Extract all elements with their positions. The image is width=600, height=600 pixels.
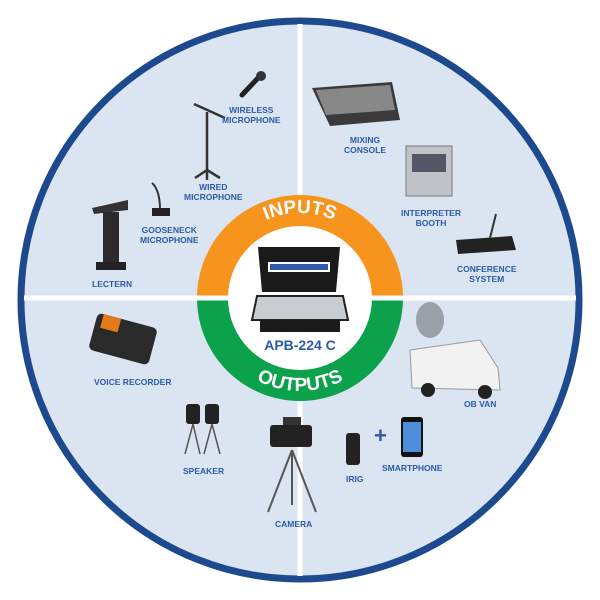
- label-ob-van: OB VAN: [464, 399, 497, 409]
- irig-icon: [346, 433, 360, 465]
- label-mixing-console: MIXING CONSOLE: [344, 135, 387, 155]
- label-wired-microphone: WIRED MICROPHONE: [184, 182, 243, 202]
- plus-sign: +: [374, 423, 387, 448]
- label-conference-system: CONFERENCE SYSTEM: [457, 264, 517, 284]
- ob-van-icon: [409, 302, 501, 399]
- model-label: APB-224 C: [264, 337, 336, 353]
- lectern-icon: [92, 200, 128, 270]
- label-interpreter-booth: INTERPRETER BOOTH: [401, 208, 461, 228]
- label-speaker: SPEAKER: [183, 466, 225, 476]
- wired-microphone-icon: [193, 102, 226, 180]
- apb-case-icon: [250, 247, 350, 332]
- speaker-icon: [184, 404, 221, 455]
- label-camera: CAMERA: [275, 519, 313, 529]
- label-gooseneck-microphone: GOOSENECK MICROPHONE: [140, 225, 199, 245]
- camera-icon: [267, 417, 317, 513]
- wireless-microphone-icon: [239, 71, 266, 98]
- voice-recorder-icon: [89, 313, 157, 365]
- interpreter-booth-icon: [405, 145, 453, 197]
- label-wireless-microphone: WIRELESS MICROPHONE: [222, 105, 281, 125]
- label-lectern: LECTERN: [92, 279, 133, 289]
- label-smartphone: SMARTPHONE: [382, 463, 443, 473]
- mixing-console-icon: [312, 82, 400, 126]
- smartphone-icon: [401, 417, 423, 457]
- conference-system-icon: [456, 213, 516, 254]
- label-irig: IRIG: [346, 474, 364, 484]
- gooseneck-microphone-icon: [151, 182, 170, 216]
- label-voice-recorder: VOICE RECORDER: [94, 377, 172, 387]
